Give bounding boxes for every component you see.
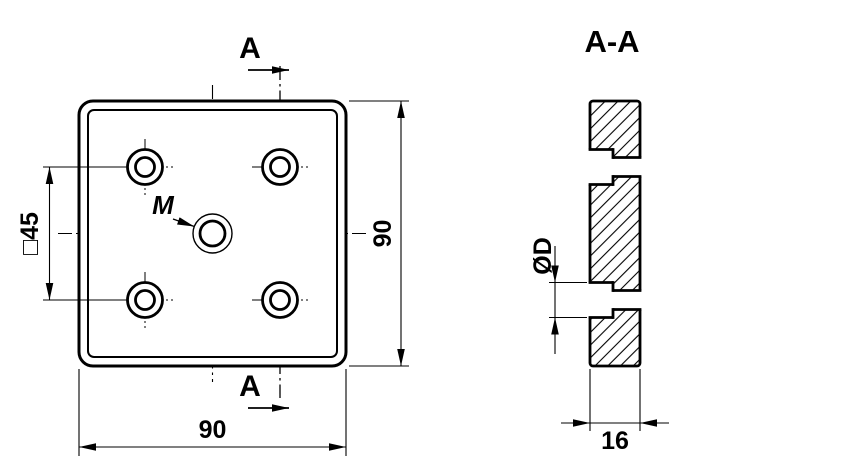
dim-bore-diameter-text: ØD [529, 237, 557, 275]
front-view: M A A □45 90 90 [16, 32, 409, 456]
bore-void [613, 157, 643, 177]
section-label-top: A [239, 32, 261, 65]
dimension-hole-pattern: □45 [16, 166, 122, 301]
hole-bottom-left-bore [134, 289, 156, 311]
hole-top-left-bore [134, 156, 156, 178]
plate-inner-edge [87, 109, 338, 358]
dimension-bore-diameter: ØD [529, 237, 587, 354]
dimension-plate-width: 90 [78, 369, 347, 456]
counterbore-void [586, 282, 613, 318]
section-cut-marks: A A [239, 32, 289, 412]
dimension-plate-height: 90 [349, 100, 409, 367]
counterbore-void [586, 149, 613, 185]
thread-callout: M [152, 190, 195, 228]
dim-plate-width-text: 90 [199, 416, 227, 444]
hole-bottom-right-bore [269, 289, 291, 311]
thread-label: M [152, 190, 175, 220]
dimension-thickness: 16 [561, 369, 669, 455]
center-thread-hole [192, 213, 233, 254]
section-hole-upper [586, 148, 643, 186]
section-label-bottom: A [239, 370, 261, 403]
dim-hole-pattern-text: □45 [16, 212, 44, 255]
hole-top-right-bore [269, 156, 291, 178]
section-view: A-A [529, 24, 669, 455]
leader-line [172, 217, 195, 228]
bore-void [613, 290, 643, 310]
dim-plate-height-text: 90 [369, 220, 397, 248]
dim-thickness-text: 16 [601, 427, 629, 455]
section-view-title: A-A [584, 24, 639, 59]
section-plate-body [588, 99, 642, 368]
mounting-holes [126, 148, 299, 319]
thread-bore-circle [198, 219, 227, 248]
section-hole-lower [586, 281, 643, 319]
